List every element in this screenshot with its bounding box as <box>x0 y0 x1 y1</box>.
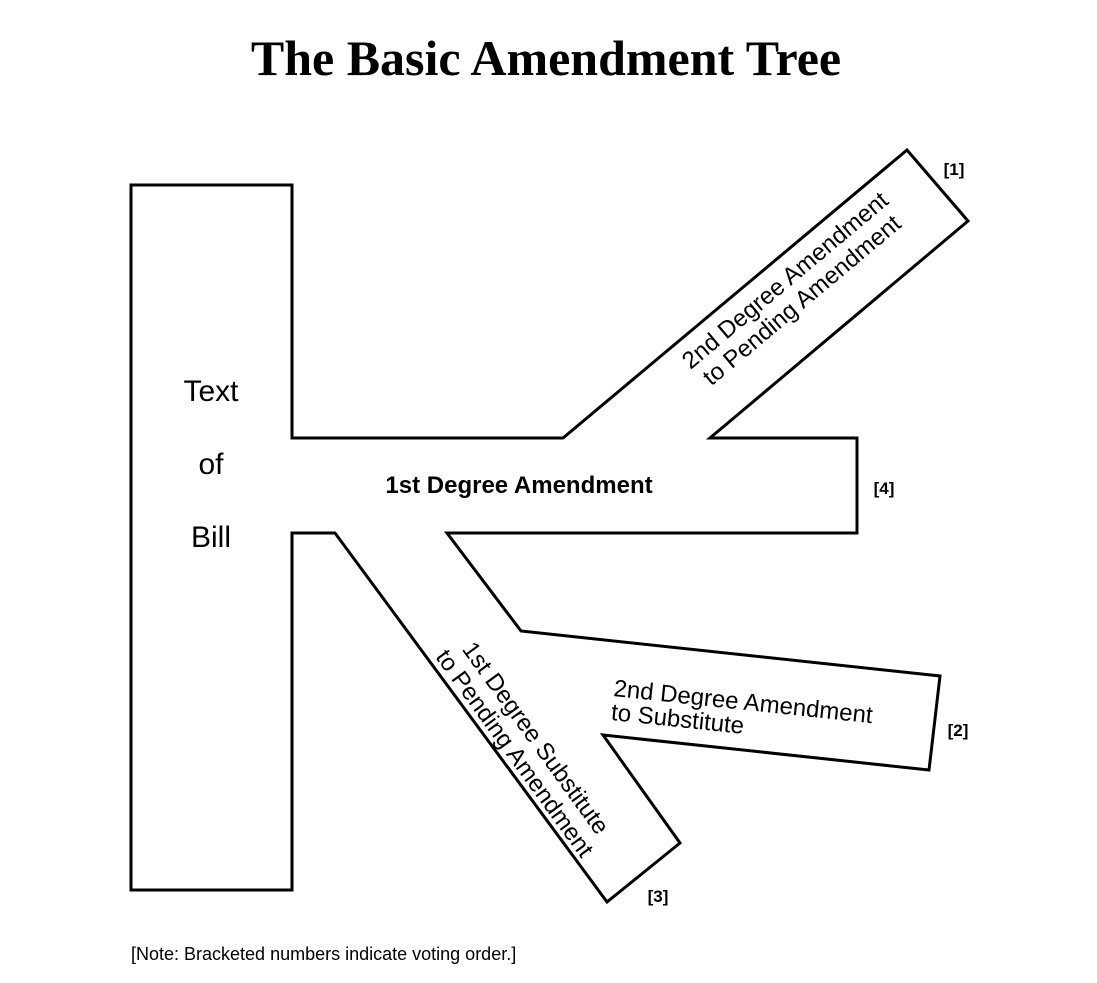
bill-label-of: of <box>198 448 224 481</box>
bill-text-block: Text of Bill <box>183 375 239 554</box>
bill-label-text: Text <box>183 375 239 408</box>
page-title: The Basic Amendment Tree <box>251 30 841 86</box>
voting-order-2: [2] <box>948 721 969 740</box>
tree-outline <box>129 147 971 905</box>
first-degree-amendment-label: 1st Degree Amendment <box>385 472 652 499</box>
bill-label-bill: Bill <box>191 521 231 554</box>
voting-order-3: [3] <box>648 887 669 906</box>
voting-order-note: [Note: Bracketed numbers indicate voting… <box>131 944 516 964</box>
voting-order-1: [1] <box>944 160 965 179</box>
voting-order-4: [4] <box>874 479 895 498</box>
